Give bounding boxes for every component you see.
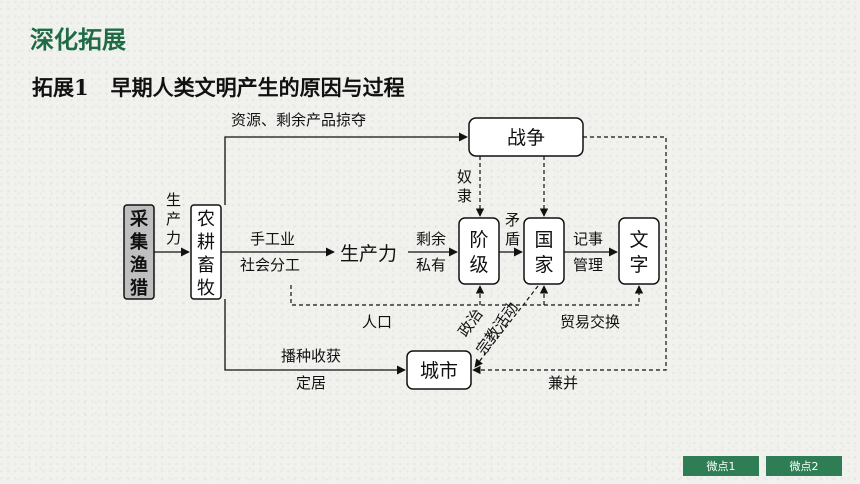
solid-arrows — [154, 132, 618, 375]
arrow-annex-city — [472, 136, 667, 375]
node-gathering-hunting: 采 集 渔 猎 — [123, 204, 155, 300]
node-state: 国 家 — [523, 217, 565, 285]
svg-text:字: 字 — [629, 254, 648, 276]
svg-text:国: 国 — [534, 229, 553, 251]
label-productivity-v: 力 — [166, 229, 181, 247]
label-resources: 资源、剩余产品掠夺 — [231, 111, 366, 129]
label-contradiction: 盾 — [505, 230, 520, 248]
svg-text:家: 家 — [534, 254, 553, 276]
label-manage: 管理 — [573, 256, 603, 274]
node-city: 城市 — [406, 350, 472, 390]
arrow-state-city — [474, 285, 539, 368]
node-farming-herding: 农 耕 畜 牧 — [190, 204, 222, 300]
arrow-population-writing — [290, 285, 644, 306]
node-war: 战争 — [468, 117, 584, 157]
label-record: 记事 — [573, 230, 603, 248]
farming-char: 牧 — [197, 278, 215, 299]
label-productivity-v: 产 — [166, 210, 181, 228]
topic-number: 拓展1 — [32, 75, 89, 100]
arrow-farming-city — [224, 299, 406, 375]
label-religion: 宗教活动 — [473, 299, 522, 358]
farming-char: 农 — [197, 209, 215, 230]
section-title: 深化拓展 — [30, 26, 126, 54]
label-contradiction: 矛 — [505, 211, 520, 229]
nav-point1-button[interactable]: 微点1 — [683, 456, 759, 476]
dashed-arrows — [290, 136, 667, 375]
node-productivity: 生产力 — [340, 243, 397, 265]
label-productivity-v: 生 — [166, 191, 181, 209]
gathering-char: 渔 — [130, 254, 148, 276]
label-slaves: 隶 — [457, 187, 472, 205]
topic-title: 早期人类文明产生的原因与过程 — [110, 75, 405, 100]
label-annex: 兼并 — [548, 374, 578, 392]
svg-text:阶: 阶 — [469, 229, 488, 251]
gathering-char: 猎 — [130, 277, 148, 299]
nav-point2-button[interactable]: 微点2 — [766, 456, 842, 476]
label-trade: 贸易交换 — [560, 313, 620, 331]
label-private: 私有 — [416, 256, 446, 274]
label-surplus: 剩余 — [416, 230, 446, 248]
svg-text:级: 级 — [469, 254, 488, 276]
svg-text:城市: 城市 — [420, 360, 458, 382]
topic-heading: 拓展1 早期人类文明产生的原因与过程 — [32, 72, 405, 102]
node-writing: 文 字 — [618, 217, 660, 285]
label-farming-harvest: 播种收获 — [281, 347, 341, 365]
node-class: 阶 级 — [458, 217, 500, 285]
gathering-char: 集 — [129, 231, 149, 253]
svg-text:文: 文 — [629, 229, 648, 251]
label-division: 社会分工 — [240, 256, 300, 274]
arrow-farming-war — [224, 132, 468, 205]
svg-text:战争: 战争 — [507, 127, 545, 149]
label-slaves: 奴 — [457, 168, 472, 186]
farming-char: 畜 — [197, 255, 215, 276]
label-handicraft: 手工业 — [250, 230, 295, 248]
label-population: 人口 — [362, 313, 392, 331]
farming-char: 耕 — [197, 232, 215, 253]
gathering-char: 采 — [129, 209, 149, 230]
label-settle: 定居 — [296, 374, 326, 392]
